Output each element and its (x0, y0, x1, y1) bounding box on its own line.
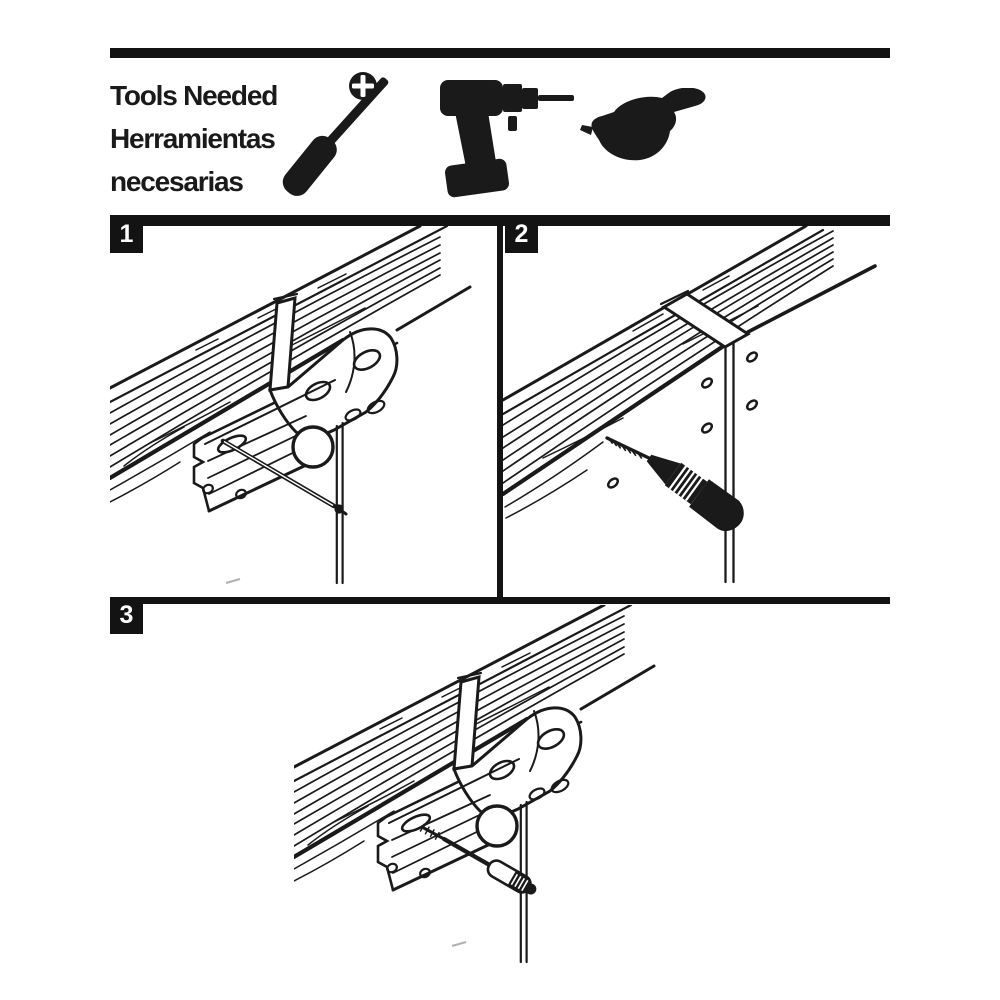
safety-glasses-icon (580, 88, 706, 161)
steps-divider-bar (110, 597, 890, 604)
step-2-illustration (503, 226, 877, 584)
drill-bit-tool (605, 436, 744, 532)
top-divider-bar (110, 48, 890, 58)
marked-holes (606, 351, 759, 489)
title-line-es-1: Herramientas (110, 123, 276, 154)
panel-divider (497, 226, 503, 597)
step-2-number: 2 (514, 220, 529, 248)
power-drill-icon (440, 80, 574, 198)
step-2-badge: 2 (505, 215, 538, 253)
screwdriver-tool (419, 823, 537, 895)
header-divider-bar (110, 215, 890, 226)
step-1-badge: 1 (110, 215, 143, 253)
step-1-number: 1 (119, 220, 134, 248)
step-3-number: 3 (119, 601, 134, 629)
tools-needed-title: Tools Needed Herramientas necesarias (110, 74, 278, 203)
step-1-illustration (110, 226, 497, 597)
step-3-badge: 3 (110, 597, 143, 634)
title-line-es-2: necesarias (110, 166, 244, 197)
marking-awl (220, 438, 348, 516)
phillips-screwdriver-icon (282, 72, 389, 196)
step-3-illustration (294, 605, 681, 985)
title-line-en: Tools Needed (110, 80, 278, 111)
